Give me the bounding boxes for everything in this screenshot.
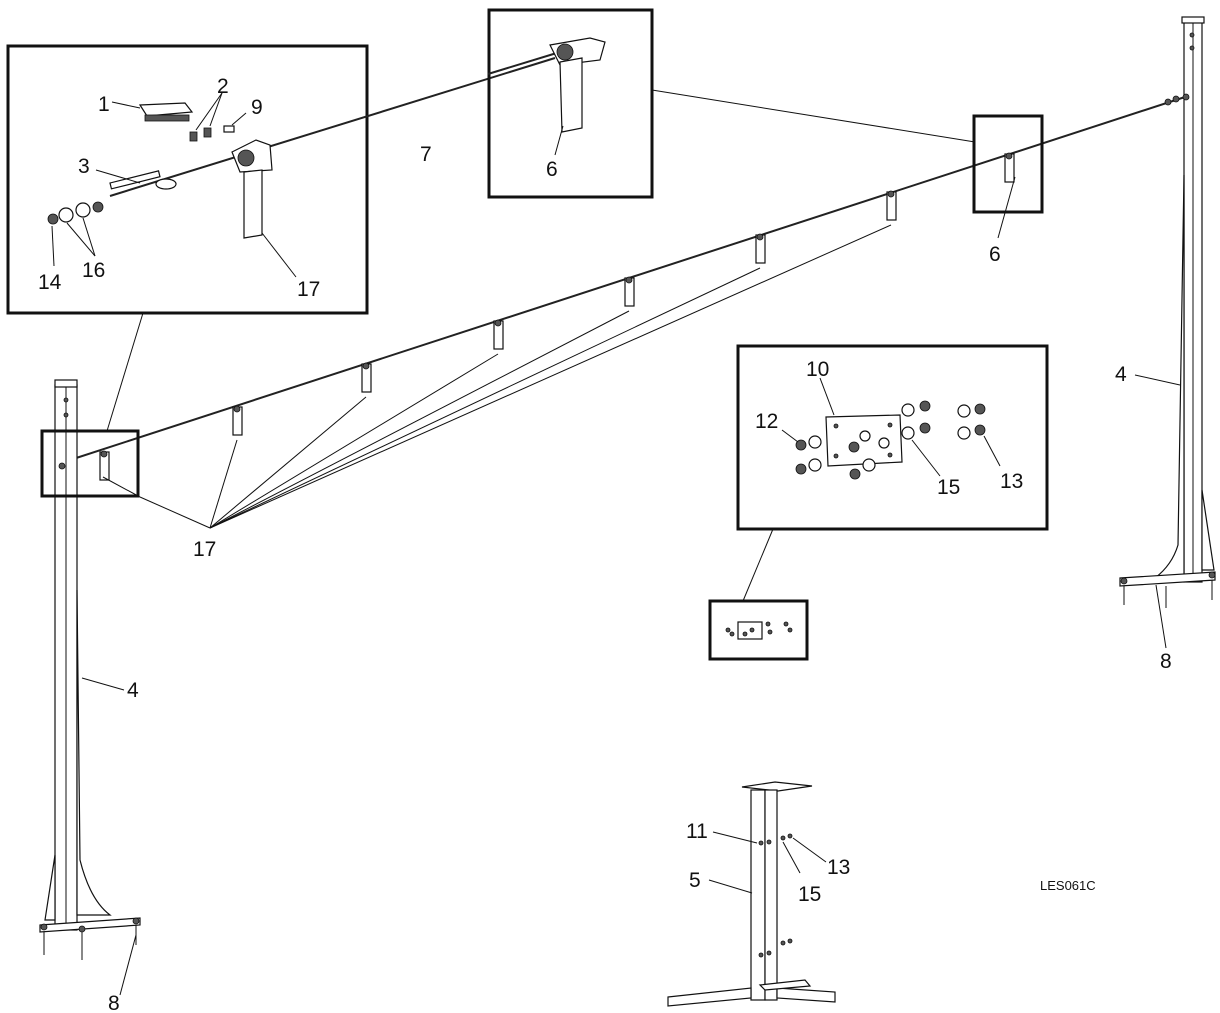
detail-frame-plate-small: [708, 599, 809, 661]
right-post: [1119, 16, 1216, 608]
callout-12: 12: [755, 410, 778, 433]
detail-frame-left-end: [40, 429, 140, 498]
inset-plate-parts: [781, 377, 1001, 480]
callout-15-stand: 15: [798, 883, 821, 906]
callout-7: 7: [420, 143, 432, 166]
callout-11: 11: [686, 820, 708, 843]
callout-6-inset: 6: [546, 158, 558, 181]
callout-6-main: 6: [989, 243, 1001, 266]
callout-17-main: 17: [193, 538, 216, 561]
inset-hanger-detail: [487, 8, 654, 199]
callout-13-inset: 13: [1000, 470, 1023, 493]
callout-17-inset: 17: [297, 278, 320, 301]
callout-13-stand: 13: [827, 856, 850, 879]
plate-thumbnail: [725, 621, 793, 640]
drawing-code: LES061C: [1040, 878, 1096, 893]
inset-mounting-plate: [736, 344, 1049, 531]
callout-1: 1: [98, 93, 110, 116]
callout-4-left: 4: [127, 679, 139, 702]
callout-8-right: 8: [1160, 650, 1172, 673]
inset-hanger-parts: [487, 37, 606, 156]
callout-9: 9: [251, 96, 263, 119]
left-post: [39, 379, 141, 960]
callout-14: 14: [38, 271, 62, 294]
inset-cable-end-assembly: [6, 44, 369, 315]
callout-8-left: 8: [108, 992, 120, 1013]
inset-cable-end-parts: [47, 57, 556, 278]
callout-16: 16: [82, 259, 105, 282]
detail-frame-right-end: [972, 114, 1044, 214]
callout-10: 10: [806, 358, 829, 381]
hanger-clips: [99, 95, 1180, 481]
callout-15-inset: 15: [937, 476, 960, 499]
callout-2: 2: [217, 75, 229, 98]
callout-5: 5: [689, 869, 701, 892]
callout-3: 3: [78, 155, 90, 178]
stand-assembly: [667, 781, 836, 1007]
callout-4-right: 4: [1115, 363, 1127, 386]
